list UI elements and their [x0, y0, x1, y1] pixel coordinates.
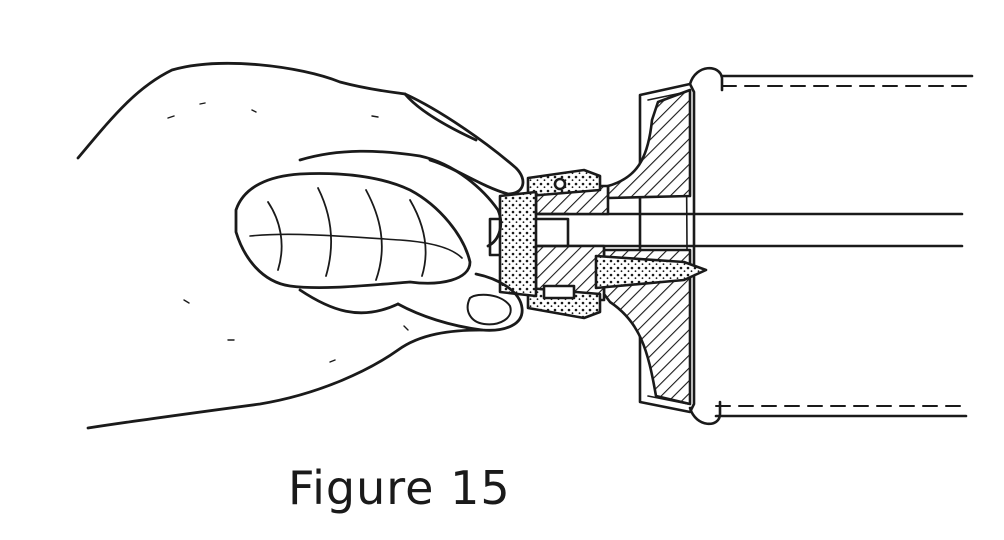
figure-caption: Figure 15 — [288, 461, 511, 515]
end-cap-upper — [526, 88, 692, 216]
figure-illustration — [76, 61, 974, 430]
hand-illustration — [76, 61, 525, 430]
fitting-plug — [498, 190, 570, 298]
end-cap-lower — [526, 244, 708, 406]
cylinder-body — [638, 66, 974, 426]
